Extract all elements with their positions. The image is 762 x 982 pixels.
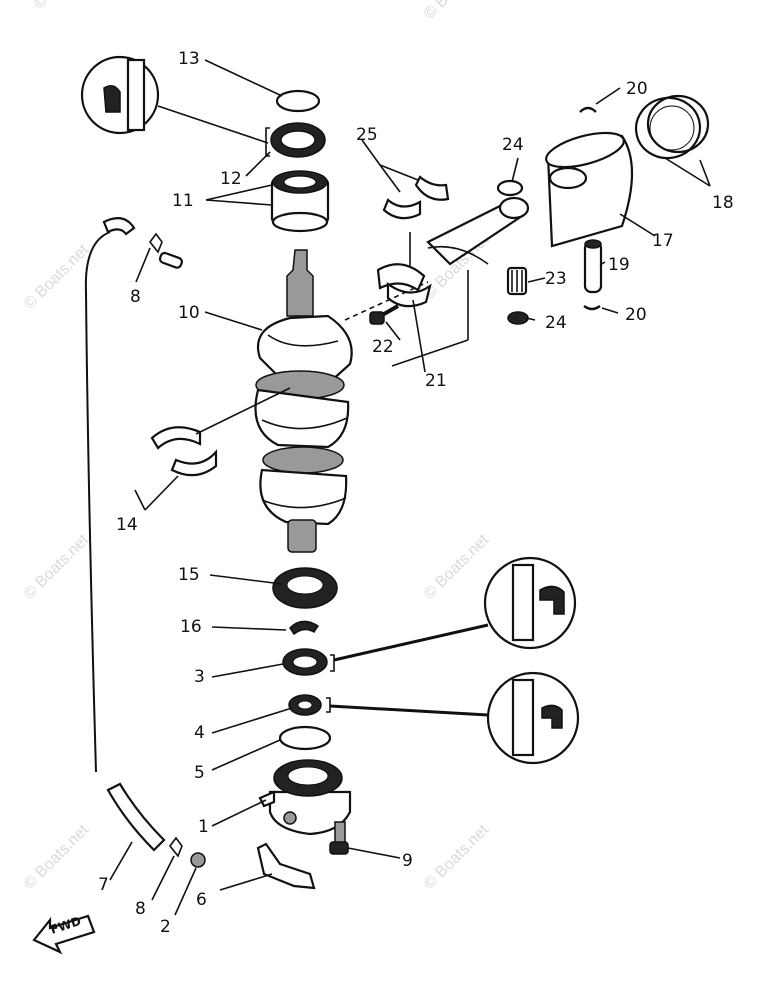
callout-10: 10 — [178, 303, 200, 323]
clip-20-top — [579, 106, 597, 113]
needle-bearing-23 — [506, 266, 528, 296]
callout-24b: 24 — [545, 313, 567, 333]
callout-15: 15 — [178, 565, 200, 585]
callout-9: 9 — [402, 851, 413, 871]
watermark: © Boats.net — [21, 821, 93, 893]
seal-detail-circle-middle — [483, 556, 577, 650]
washer-24-top — [496, 179, 524, 197]
clip-20-bottom — [583, 305, 601, 311]
callout-labels: 13 12 11 8 10 14 15 16 3 4 5 1 7 8 2 6 9… — [98, 49, 734, 937]
piston-rings-18 — [634, 94, 710, 160]
housing-1 — [258, 759, 352, 836]
leader-lines — [109, 59, 711, 916]
callout-8b: 8 — [135, 899, 146, 919]
circlip-16 — [289, 620, 320, 636]
callout-1: 1 — [198, 817, 209, 837]
callout-16: 16 — [180, 617, 202, 637]
callout-2: 2 — [160, 917, 171, 937]
callout-12: 12 — [220, 169, 242, 189]
forward-arrow: FWD — [32, 914, 96, 955]
watermark: © Boats.net — [21, 531, 93, 603]
callout-6: 6 — [196, 890, 207, 910]
bearing-halves-21 — [376, 263, 432, 308]
callout-17: 17 — [652, 231, 674, 251]
oil-seal-4 — [288, 694, 489, 717]
callout-22: 22 — [372, 337, 394, 357]
callout-23: 23 — [545, 269, 567, 289]
piston-pin-19 — [583, 239, 603, 294]
seal-detail-circle-top — [80, 55, 269, 144]
watermark: © Boats.net — [31, 0, 103, 13]
bearing-15 — [272, 567, 338, 609]
bearing-halves-25 — [382, 175, 450, 220]
connecting-rod — [426, 196, 530, 266]
callout-7: 7 — [98, 875, 109, 895]
clip-8-bottom — [168, 836, 183, 858]
oil-seal-3 — [282, 623, 489, 676]
callout-4: 4 — [194, 723, 205, 743]
watermark: © Boats.net — [21, 241, 93, 313]
bolt-9 — [329, 821, 349, 855]
callout-25: 25 — [356, 125, 378, 145]
callout-24a: 24 — [502, 135, 524, 155]
fitting-2 — [190, 852, 206, 868]
callout-14: 14 — [116, 515, 138, 535]
bolt-22 — [369, 304, 399, 325]
callout-20b: 20 — [625, 305, 647, 325]
washer-24-bottom — [507, 311, 529, 325]
plate-6 — [256, 842, 316, 890]
callout-20a: 20 — [626, 79, 648, 99]
callout-18: 18 — [712, 193, 734, 213]
callout-5: 5 — [194, 763, 205, 783]
fitting-8-top — [158, 251, 183, 269]
oil-seal-12 — [265, 122, 326, 158]
callout-19: 19 — [608, 255, 630, 275]
callout-11: 11 — [172, 191, 194, 211]
bearing-halves-14 — [150, 387, 291, 477]
watermark: © Boats.net — [421, 0, 493, 23]
piston-17 — [545, 131, 634, 248]
callout-8a: 8 — [130, 287, 141, 307]
hose-7 — [84, 217, 166, 852]
seal-detail-circle-bottom — [486, 671, 580, 765]
callout-13: 13 — [178, 49, 200, 69]
o-ring-13 — [275, 89, 321, 113]
bearing-11 — [270, 170, 330, 233]
watermark: © Boats.net — [421, 821, 493, 893]
crankshaft-10 — [254, 249, 353, 553]
watermarks: © Boats.net © Boats.net © Boats.net © Bo… — [21, 0, 493, 893]
callout-21: 21 — [425, 371, 447, 391]
clip-8-top — [148, 232, 163, 254]
o-ring-5 — [278, 725, 332, 751]
watermark: © Boats.net — [421, 531, 493, 603]
callout-3: 3 — [194, 667, 205, 687]
